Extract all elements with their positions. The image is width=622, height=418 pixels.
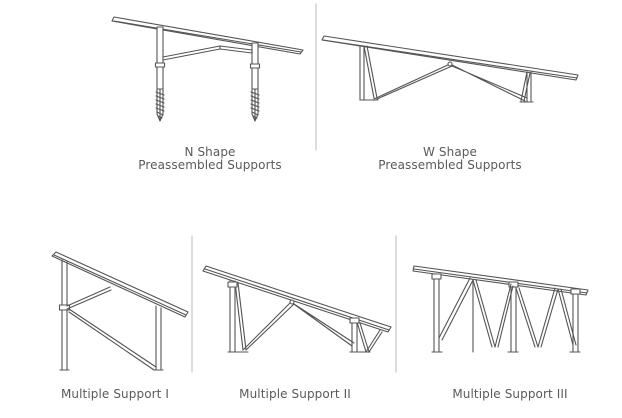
caption-multi-2: Multiple Support II	[220, 388, 370, 401]
n-shape-diagram	[111, 16, 304, 122]
caption-n-shape: N Shape Preassembled Supports	[120, 146, 300, 172]
caption-multi-3: Multiple Support III	[430, 388, 590, 401]
caption-n-shape-line1: N Shape	[184, 145, 236, 159]
caption-n-shape-line2: Preassembled Supports	[138, 158, 282, 172]
caption-multi-3-line1: Multiple Support III	[452, 387, 568, 401]
caption-multi-1: Multiple Support I	[40, 388, 190, 401]
multi-support-3-diagram	[412, 265, 589, 353]
caption-w-shape-line1: W Shape	[423, 145, 477, 159]
caption-multi-2-line1: Multiple Support II	[239, 387, 351, 401]
caption-multi-1-line1: Multiple Support I	[60, 387, 170, 401]
caption-w-shape: W Shape Preassembled Supports	[360, 146, 540, 172]
w-shape-diagram	[321, 35, 579, 103]
caption-w-shape-line2: Preassembled Supports	[378, 158, 522, 172]
multi-support-2-diagram	[202, 265, 392, 353]
multi-support-1-diagram	[51, 251, 189, 371]
